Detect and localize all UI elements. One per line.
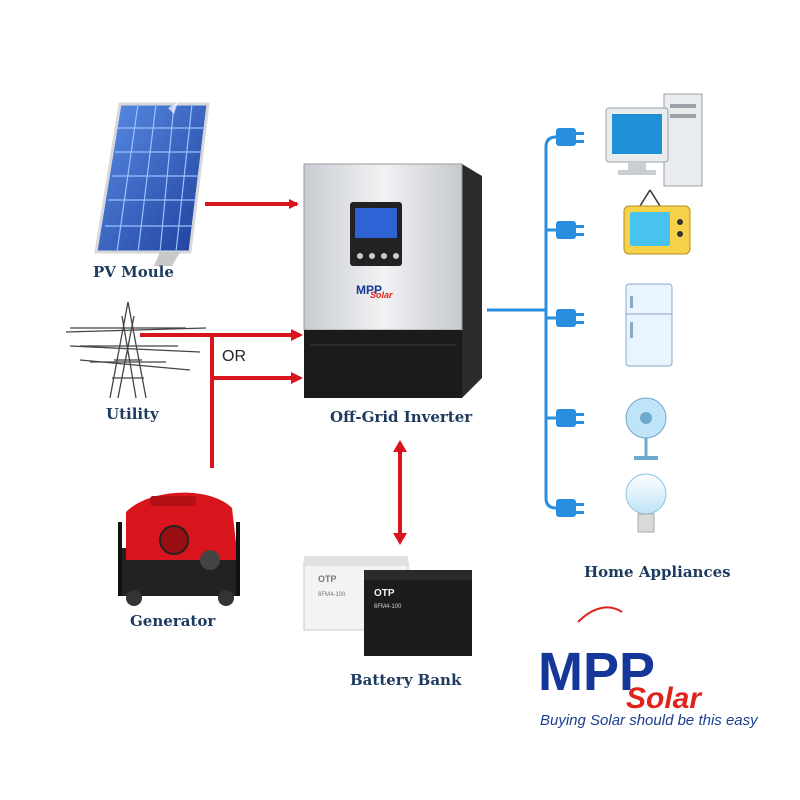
plug-icon: [556, 221, 584, 239]
plug-icon: [556, 309, 584, 327]
light-bulb-icon: [625, 473, 667, 533]
output-bus: [487, 135, 560, 510]
battery-front-brand: OTP: [374, 588, 395, 599]
or-label: OR: [222, 348, 246, 365]
plug-icon: [556, 409, 584, 427]
computer-icon: [605, 93, 703, 187]
plug-icon: [556, 128, 584, 146]
pv-label: PV Moule: [93, 263, 174, 281]
solar-panel-icon: [94, 102, 210, 266]
generator-icon: [118, 492, 240, 606]
inverter-icon: MPP Solar: [303, 163, 482, 398]
input-connectors: [140, 199, 407, 545]
fan-icon: [625, 397, 667, 460]
mpp-solar-logo: MPP Solar: [538, 606, 703, 715]
generator-label: Generator: [130, 612, 216, 630]
battery-label: Battery Bank: [350, 671, 462, 689]
plug-icon: [556, 499, 584, 517]
logo-sub: Solar: [626, 682, 703, 715]
utility-arrowhead: [291, 329, 303, 341]
battery-link-down-arrowhead: [393, 533, 407, 545]
battery-front-model: 6FM4-100: [374, 604, 402, 610]
inverter-label: Off-Grid Inverter: [330, 408, 473, 426]
tv-icon: [623, 189, 691, 255]
power-tower-icon: [65, 301, 207, 399]
generator-to-inverter-line: [210, 376, 300, 468]
generator-arrowhead: [291, 372, 303, 384]
battery-back-brand: OTP: [318, 574, 337, 584]
battery-icon: OTP 6FM4-100 OTP 6FM4-100: [303, 556, 472, 656]
battery-link-up-arrowhead: [393, 440, 407, 452]
inverter-badge-main: MPP: [356, 283, 382, 297]
appliances-label: Home Appliances: [584, 563, 731, 581]
fridge-icon: [625, 283, 673, 367]
battery-back-model: 6FM4-100: [318, 592, 346, 598]
logo-main: MPP: [538, 642, 655, 702]
utility-label: Utility: [106, 405, 159, 423]
logo-tagline: Buying Solar should be this easy: [540, 712, 758, 729]
inverter-badge-sub: Solar: [370, 290, 393, 300]
